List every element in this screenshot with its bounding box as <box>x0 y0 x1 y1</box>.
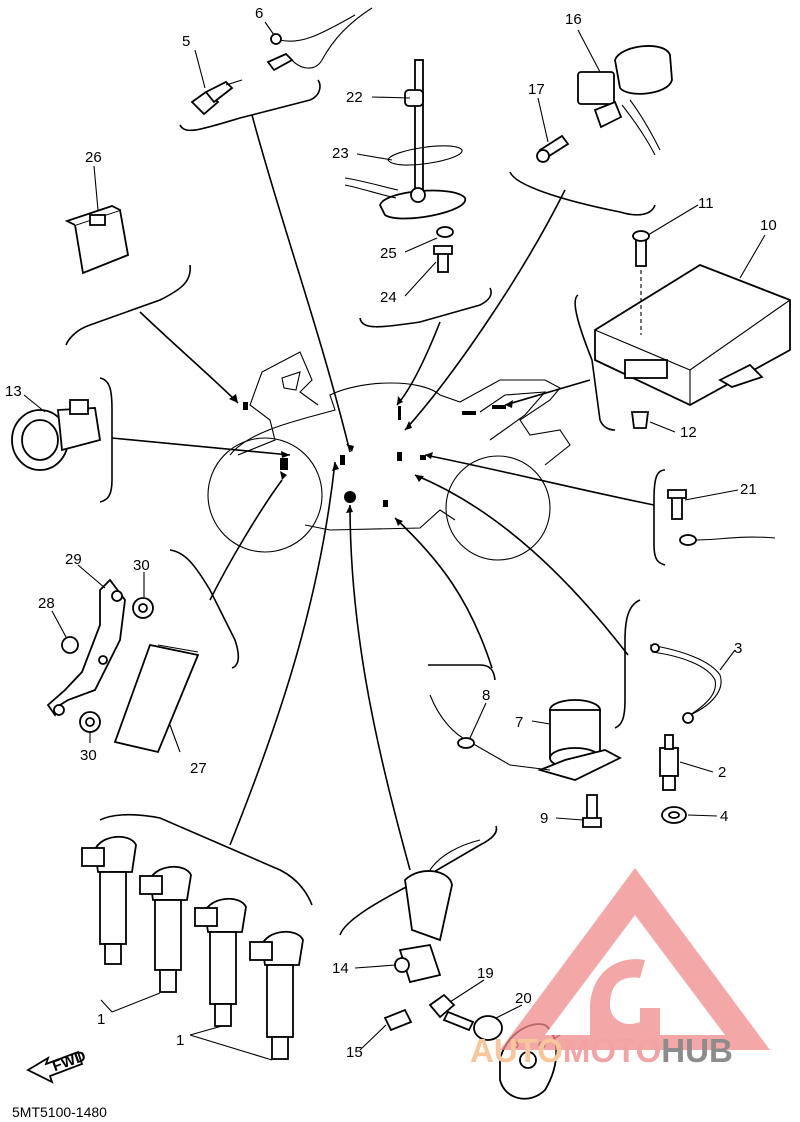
coil-2 <box>139 866 192 993</box>
callout-13: 13 <box>5 383 22 400</box>
fwd-arrow: FWD <box>26 1048 88 1084</box>
callout-28: 28 <box>38 595 55 612</box>
part-14-pickup <box>394 839 481 984</box>
part-22-fuel-sender <box>344 59 466 220</box>
part-18-rotor <box>499 1023 558 1100</box>
callout-29: 29 <box>65 551 82 568</box>
part-10-control-unit <box>594 263 791 407</box>
callout-10: 10 <box>760 217 777 234</box>
callout-19: 19 <box>477 965 494 982</box>
part-8-wire <box>429 694 551 771</box>
callout-8: 8 <box>482 687 490 704</box>
part-30-washer-top <box>132 597 154 619</box>
callout-25: 25 <box>380 245 397 262</box>
part-30-washer-bottom <box>79 711 101 733</box>
callout-22: 22 <box>346 89 363 106</box>
callout-17: 17 <box>528 81 545 98</box>
callout-30-bottom: 30 <box>80 747 97 764</box>
part-15-screw <box>383 1008 413 1032</box>
callout-26: 26 <box>85 149 102 166</box>
coil-3 <box>194 898 247 1027</box>
part-26-relay <box>64 205 130 275</box>
callout-15: 15 <box>346 1044 363 1061</box>
diagram-code: 5MT5100-1480 <box>12 1104 107 1120</box>
motorcycle-outline <box>207 351 571 561</box>
part-5-sensor <box>190 79 243 116</box>
part-27-cover <box>113 643 200 754</box>
callout-24: 24 <box>380 289 397 306</box>
callout-1-upper: 1 <box>97 1011 105 1028</box>
callout-4: 4 <box>720 808 728 825</box>
callout-23: 23 <box>332 145 349 162</box>
callout-30-top: 30 <box>133 557 150 574</box>
coil-4 <box>249 931 304 1060</box>
part-3-lead-wire <box>649 643 722 724</box>
callout-6: 6 <box>255 5 263 22</box>
part-20-washer <box>473 1015 503 1041</box>
part-21-lead <box>679 534 776 546</box>
callout-9: 9 <box>540 810 548 827</box>
part-29-bracket <box>46 578 126 717</box>
callout-27: 27 <box>190 760 207 777</box>
part-11-screw <box>632 230 650 335</box>
callout-7: 7 <box>515 714 523 731</box>
part-19-bolt <box>428 993 475 1032</box>
part-25-washer <box>436 226 454 238</box>
part-13-sensor <box>11 399 102 471</box>
part-23-gasket <box>387 145 463 166</box>
part-6-wire-lead <box>266 7 373 72</box>
callout-11: 11 <box>698 195 714 212</box>
part-24-bolt <box>433 245 453 273</box>
callout-1-lower: 1 <box>176 1032 184 1049</box>
part-7-sensor <box>537 699 622 781</box>
part-21-bolt <box>667 489 687 520</box>
fwd-label: FWD <box>50 1048 88 1076</box>
coil-1 <box>81 836 137 965</box>
part-12-grommet <box>630 411 650 429</box>
callout-18: 18 <box>575 1003 592 1020</box>
part-2-switch <box>659 734 679 791</box>
callout-20: 20 <box>515 990 532 1007</box>
callout-2: 2 <box>718 764 726 781</box>
part-4-washer <box>661 806 687 824</box>
callout-5: 5 <box>182 33 190 50</box>
leader-lines <box>65 79 666 936</box>
part-9-bolt <box>582 794 602 828</box>
callout-16: 16 <box>565 11 582 28</box>
part-1-ignition-coils <box>81 836 304 1060</box>
callout-21: 21 <box>740 481 757 498</box>
part-16-actuator <box>577 45 673 156</box>
callout-14: 14 <box>332 960 349 977</box>
callout-3: 3 <box>734 640 742 657</box>
callout-12: 12 <box>680 424 697 441</box>
part-28-nut <box>61 636 79 654</box>
part-17-bolt <box>536 134 570 163</box>
